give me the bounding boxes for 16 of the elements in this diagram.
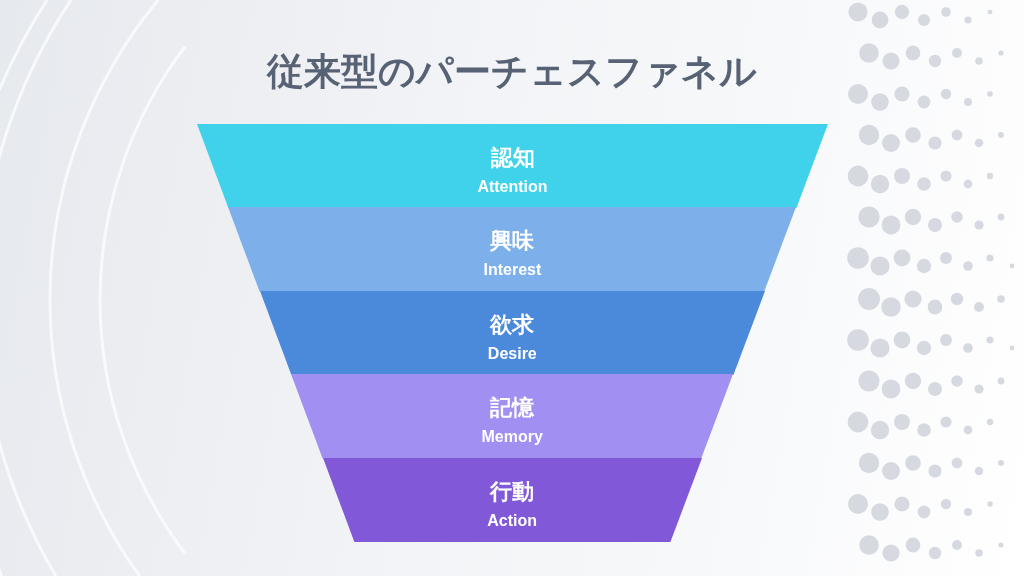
diagram-title: 従来型のパーチェスファネル: [267, 50, 757, 94]
funnel-band: [197, 124, 828, 208]
stage-name: 認知: [490, 145, 535, 171]
stage-label: Desire: [487, 343, 537, 364]
funnel-band: [322, 457, 702, 541]
stage-name: 行動: [490, 478, 535, 505]
stage-name: 欲求: [490, 311, 535, 338]
funnel-band: [259, 290, 765, 375]
stage-label: Memory: [481, 427, 543, 448]
stage-label: Action: [487, 510, 537, 531]
stage-name: 記憶: [490, 395, 535, 422]
stage-name: 興味: [490, 228, 535, 255]
funnel-band: [291, 374, 734, 458]
stage-label: Interest: [483, 260, 542, 281]
funnel-band: [228, 207, 797, 291]
stage-label: Attention: [477, 177, 548, 197]
